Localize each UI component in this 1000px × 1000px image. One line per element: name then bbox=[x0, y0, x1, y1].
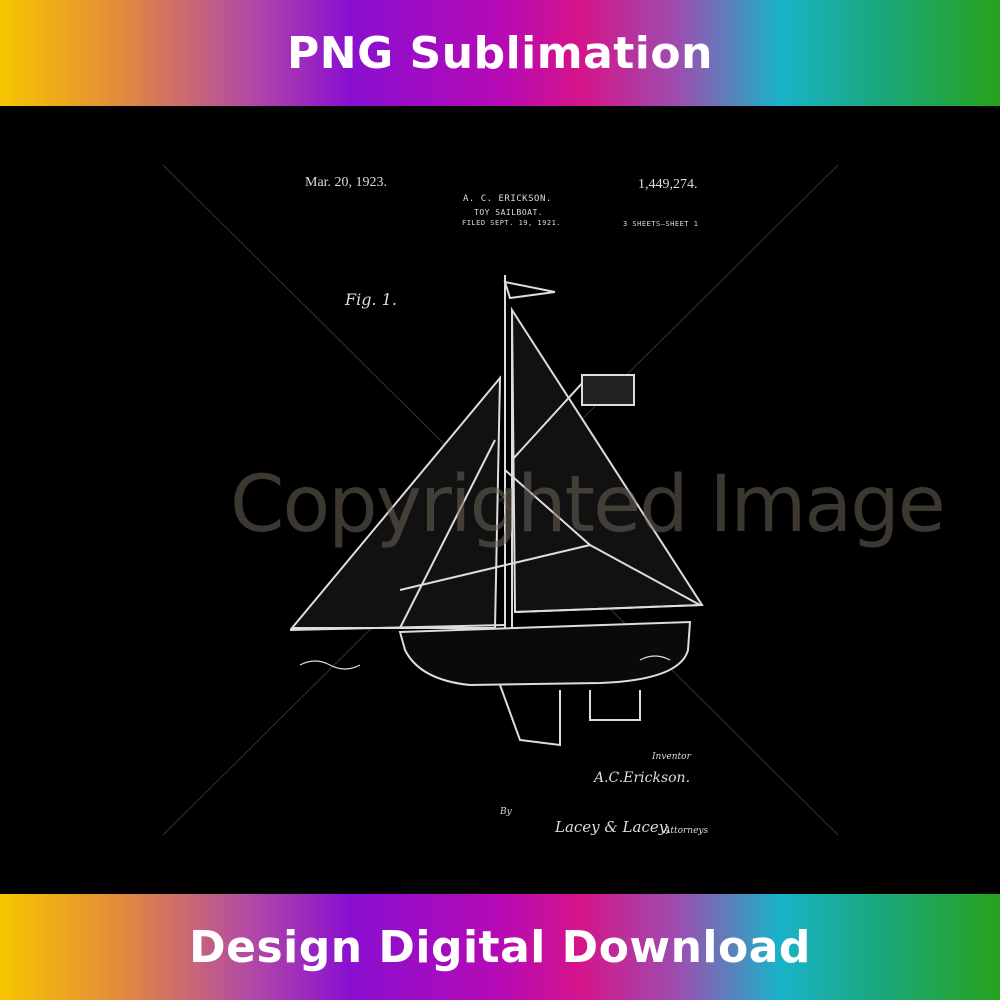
patent-date: Mar. 20, 1923. bbox=[305, 175, 388, 190]
watermark: Copyrighted Image bbox=[230, 460, 946, 550]
waves bbox=[299, 655, 671, 670]
patent-filed: FILED SEPT. 19, 1921. bbox=[462, 219, 562, 227]
inventor-signature: A.C.Erickson. bbox=[594, 770, 691, 786]
patent-title: TOY SAILBOAT. bbox=[474, 208, 544, 217]
flag bbox=[581, 374, 635, 406]
top-banner: PNG Sublimation bbox=[0, 0, 1000, 106]
patent-number: 1,449,274. bbox=[638, 177, 698, 192]
patent-sheets: 3 SHEETS—SHEET 1 bbox=[623, 220, 699, 228]
figure-label: Fig. 1. bbox=[345, 290, 397, 309]
inventor-label: Inventor bbox=[652, 752, 691, 762]
pennant bbox=[503, 280, 556, 300]
top-banner-text: PNG Sublimation bbox=[287, 27, 713, 79]
watermark-cross bbox=[162, 164, 839, 836]
bowsprit bbox=[289, 624, 506, 631]
bottom-banner-text: Design Digital Download bbox=[189, 921, 811, 973]
boom bbox=[514, 604, 703, 613]
keel bbox=[499, 684, 641, 747]
attorneys-label: Attorneys bbox=[664, 826, 709, 836]
hull bbox=[398, 620, 692, 687]
attorney-signature: Lacey & Lacey, bbox=[555, 818, 670, 836]
patent-inventor: A. C. ERICKSON. bbox=[463, 194, 552, 204]
by-label: By bbox=[500, 807, 512, 817]
bottom-banner: Design Digital Download bbox=[0, 894, 1000, 1000]
